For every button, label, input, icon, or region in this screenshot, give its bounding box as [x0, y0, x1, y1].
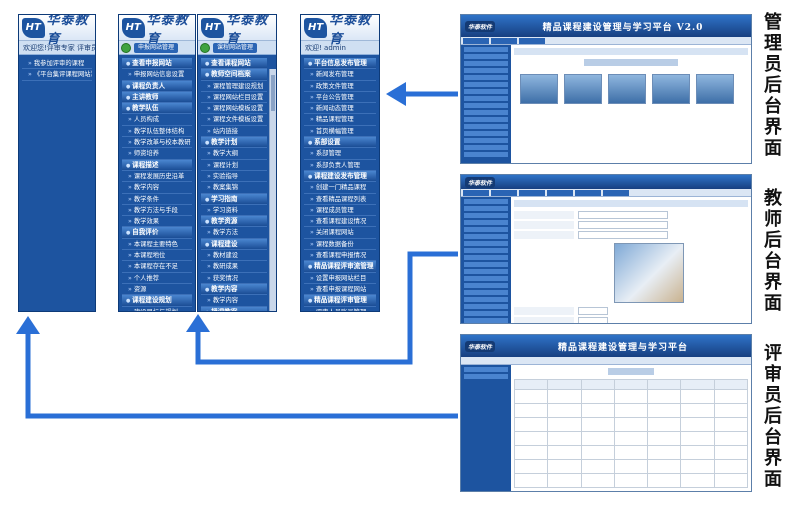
label-char: 台	[764, 96, 782, 117]
review-score-table	[513, 379, 749, 488]
logo-mark-icon: HT	[22, 17, 45, 38]
arrow-admin	[386, 82, 458, 106]
course-photo	[614, 243, 684, 303]
reviewer-backend-label: 评审员后台界面	[760, 343, 786, 490]
label-char: 后	[764, 75, 782, 96]
label-char: 面	[764, 293, 782, 314]
panel-tabs: 申报网站管理	[119, 41, 195, 55]
brand-mark: 华泰软件	[465, 20, 496, 32]
menu-item[interactable]: 建设目标与规划	[122, 307, 192, 311]
logo-mark-icon: HT	[122, 17, 145, 38]
label-char: 理	[764, 33, 782, 54]
brand-mark: 华泰软件	[465, 176, 496, 188]
tab-course-site[interactable]: 课程网站管理	[213, 42, 258, 53]
panel-tabs: 课程网站管理	[198, 41, 276, 55]
tab-apply-site[interactable]: 申报网站管理	[134, 42, 179, 53]
welcome-bar: 欢迎! admin	[301, 41, 379, 55]
welcome-bar: 欢迎您!评审专家 评审员	[19, 41, 95, 55]
admin-sidebar-panel: HT 华泰教育 欢迎! admin 平台信息发布管理新闻发布管理政策文件管理平台…	[300, 14, 380, 312]
screenshot-content	[514, 200, 748, 323]
brand-logo: HT 华泰教育	[304, 15, 379, 47]
screenshot-content	[513, 368, 749, 488]
home-icon[interactable]	[200, 42, 210, 53]
label-char: 管	[764, 12, 782, 33]
panel-header: HT 华泰教育	[119, 15, 195, 47]
reviewer-sidebar-panel: HT 华泰教育 欢迎您!评审专家 评审员 我参加评审的课程《平台集评课程网站》	[18, 14, 96, 312]
label-char: 面	[764, 138, 782, 159]
admin-menu: 平台信息发布管理新闻发布管理政策文件管理平台公告管理新闻动态管理精品课程管理首页…	[301, 55, 379, 311]
template-thumbnail[interactable]	[608, 74, 646, 104]
label-char: 员	[764, 385, 782, 406]
reviewer-menu: 我参加评审的课程《平台集评课程网站》	[19, 55, 95, 81]
label-char: 后	[764, 406, 782, 427]
scrollbar-thumb[interactable]	[271, 75, 275, 111]
label-char: 台	[764, 251, 782, 272]
teacher-apply-sidebar-panel: HT 华泰教育 申报网站管理 查看申报网站申报网站信息设置课程负责人主讲教师教学…	[118, 14, 196, 312]
home-icon[interactable]	[121, 42, 131, 53]
panel-header: HT 华泰教育	[301, 15, 379, 47]
panel-header: HT 华泰教育	[198, 15, 276, 47]
screenshot-toolbar	[461, 357, 751, 365]
screenshot-sidebar	[461, 365, 511, 491]
label-char: 界	[764, 272, 782, 293]
label-char: 后	[764, 230, 782, 251]
label-char: 师	[764, 209, 782, 230]
arrow-reviewer	[16, 316, 458, 419]
arrow-teacher	[186, 251, 458, 365]
template-thumbnail[interactable]	[520, 74, 558, 104]
screenshot-toolbar	[461, 189, 751, 197]
screenshot-sidebar	[461, 197, 511, 323]
template-thumbnail[interactable]	[696, 74, 734, 104]
logo-mark-icon: HT	[304, 17, 328, 38]
menu-item[interactable]: 评审人员账号管理	[304, 307, 376, 311]
screenshot-header: 华泰软件 精品课程建设管理与学习平台	[461, 335, 751, 357]
teacher-course-menu: 查看课程网站教师空间档案课程管理建设规划课程网站栏目设置课程网站模板设置课程文件…	[198, 55, 276, 311]
screenshot-content	[514, 48, 748, 160]
template-thumbnail[interactable]	[652, 74, 690, 104]
label-char: 界	[764, 117, 782, 138]
screenshot-sidebar	[461, 45, 511, 163]
teacher-course-sidebar-panel: HT 华泰教育 课程网站管理 查看课程网站教师空间档案课程管理建设规划课程网站栏…	[197, 14, 277, 312]
screenshot-header: 华泰软件	[461, 175, 751, 189]
screenshot-toolbar	[461, 37, 751, 45]
label-char: 审	[764, 364, 782, 385]
brand-mark: 华泰软件	[465, 340, 496, 352]
template-thumbnail[interactable]	[564, 74, 602, 104]
label-char: 界	[764, 448, 782, 469]
label-char: 评	[764, 343, 782, 364]
teacher-apply-menu: 查看申报网站申报网站信息设置课程负责人主讲教师教学队伍人员构成教学队伍整体结构教…	[119, 55, 195, 311]
logo-mark-icon: HT	[201, 17, 225, 38]
teacher-backend-label: 教师后台界面	[760, 188, 786, 314]
menu-section-header[interactable]: 授课教案	[201, 306, 267, 311]
admin-screenshot: 华泰软件 精品课程建设管理与学习平台 V2.0	[460, 14, 752, 164]
screenshot-title: 精品课程建设管理与学习平台	[558, 342, 689, 353]
template-thumbnails	[520, 74, 748, 104]
menu-scrollbar[interactable]	[269, 69, 276, 311]
teacher-screenshot: 华泰软件	[460, 174, 752, 324]
screenshot-header: 华泰软件 精品课程建设管理与学习平台 V2.0	[461, 15, 751, 37]
label-char: 教	[764, 188, 782, 209]
admin-backend-label: 管理员后台界面	[760, 12, 786, 159]
label-char: 面	[764, 469, 782, 490]
label-char: 台	[764, 427, 782, 448]
menu-item[interactable]: 《平台集评课程网站》	[22, 69, 92, 81]
label-char: 员	[764, 54, 782, 75]
screenshot-title: 精品课程建设管理与学习平台 V2.0	[542, 22, 704, 33]
reviewer-screenshot: 华泰软件 精品课程建设管理与学习平台	[460, 334, 752, 492]
